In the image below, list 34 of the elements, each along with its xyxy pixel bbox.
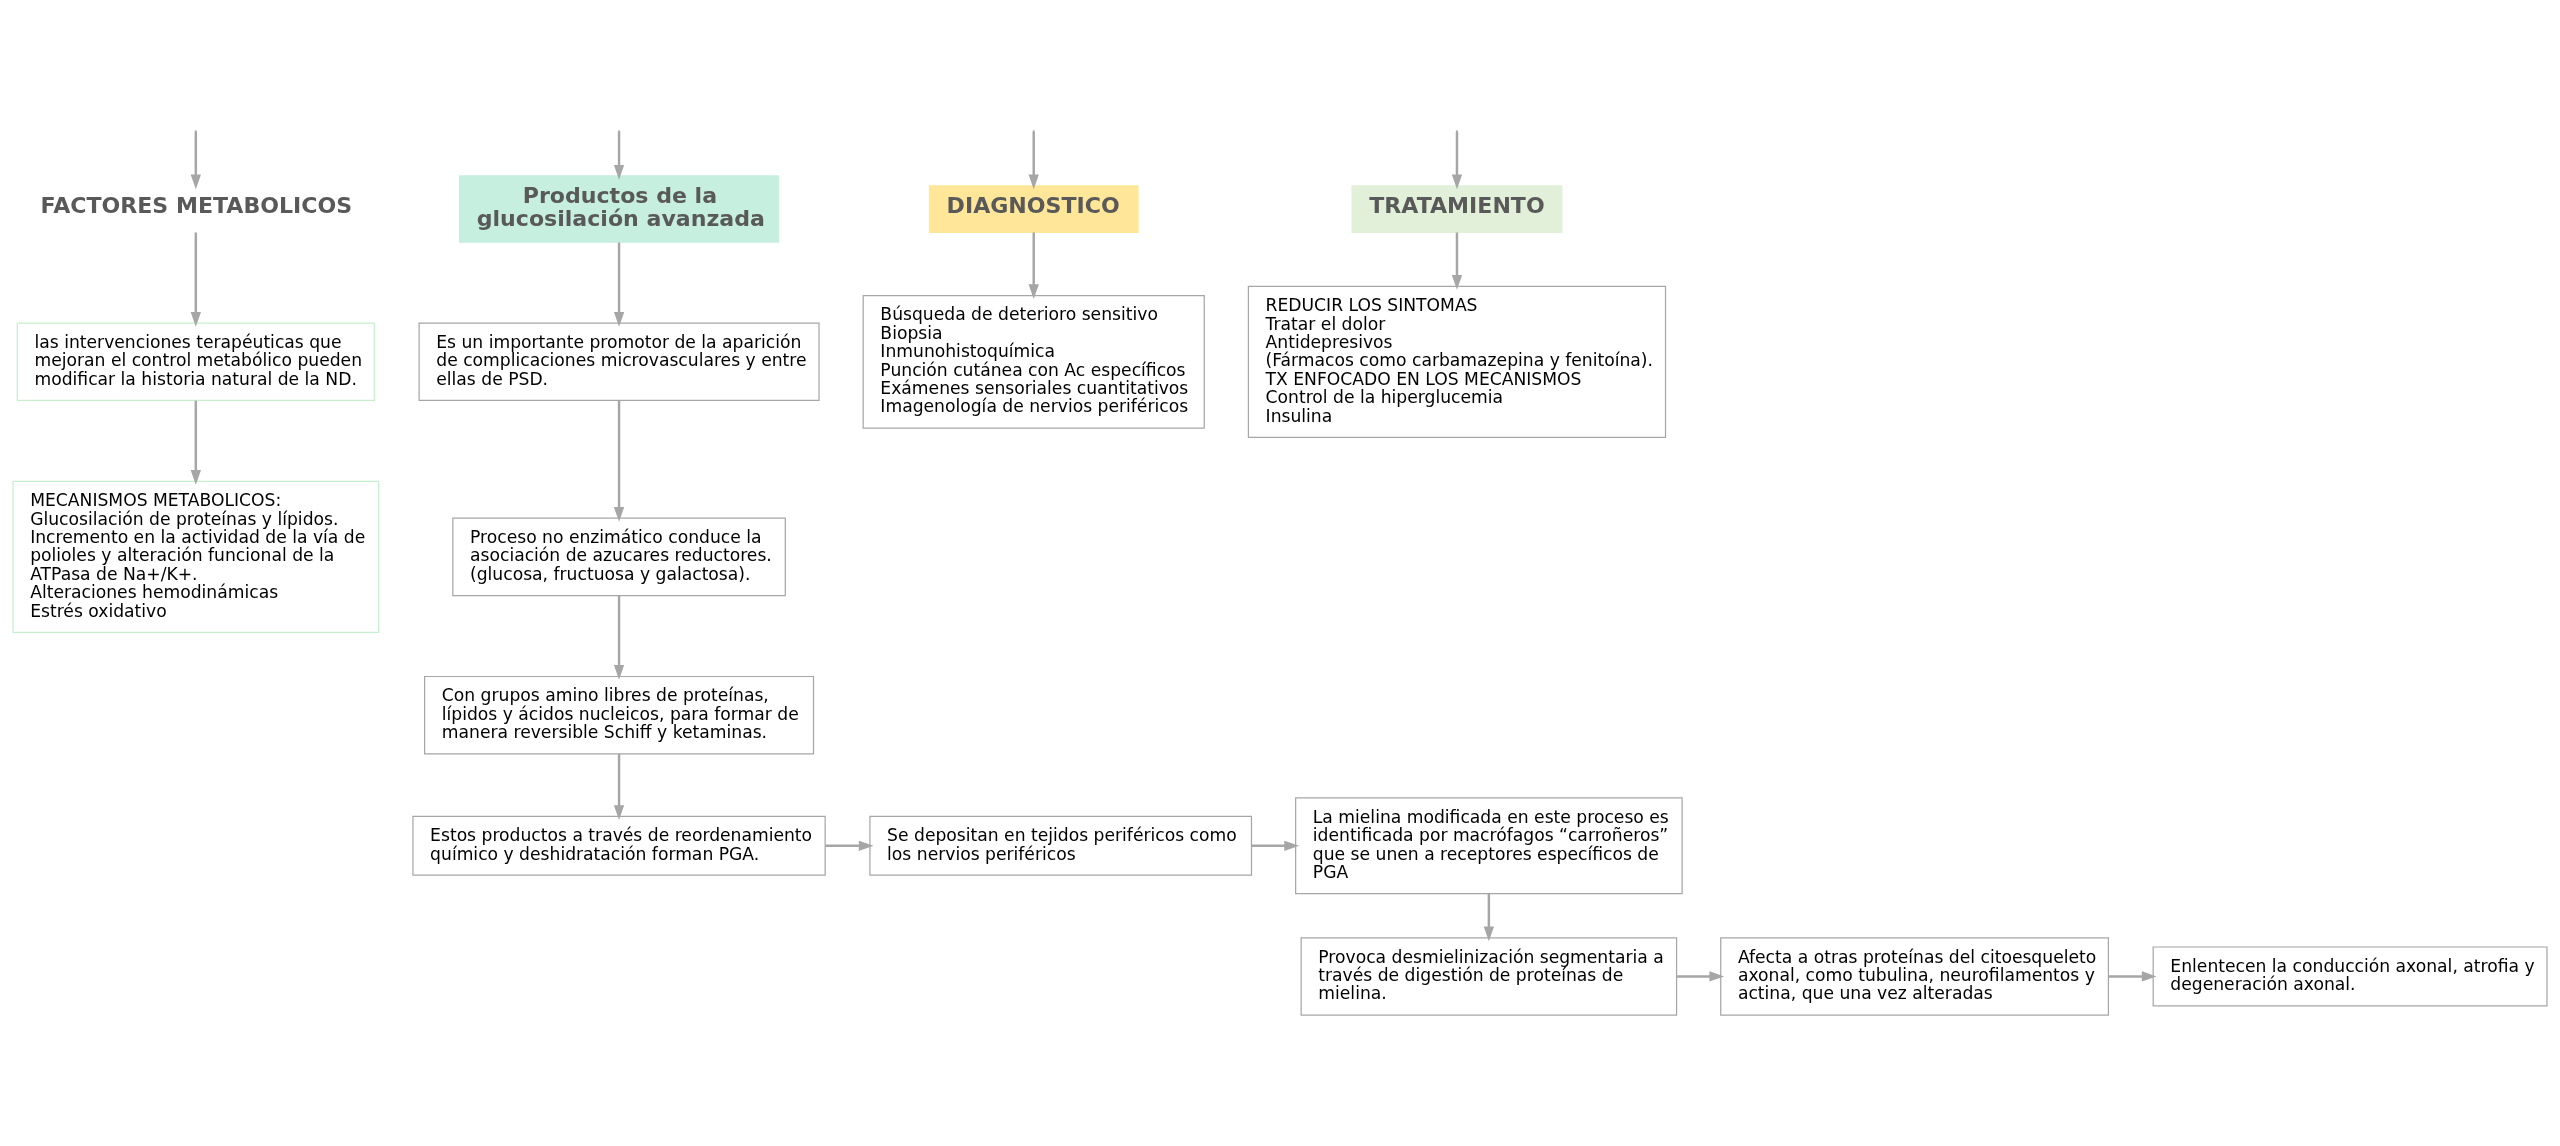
arrow xyxy=(825,840,874,851)
arrow xyxy=(1451,131,1463,190)
node-box: Proceso no enzimático conduce la asociación de azucares reductores. (glucosa, fructuosa y galactosa). xyxy=(452,517,786,597)
arrow xyxy=(190,400,201,485)
node-box: Estos productos a través de reordenamiento químico y deshidratación forman PGA. xyxy=(412,815,826,876)
arrow xyxy=(1676,971,1725,982)
arrow xyxy=(613,131,625,180)
node-text: FACTORES METABOLICOS xyxy=(40,193,353,219)
arrow xyxy=(1251,840,1299,851)
node-box: Se depositan en tejidos periféricos como los nervios periféricos xyxy=(869,815,1253,876)
arrow xyxy=(2108,971,2157,982)
arrow xyxy=(190,131,201,190)
node-box: TRATAMIENTO xyxy=(1351,185,1563,233)
node-box: Productos de la glucosilación avanzada xyxy=(458,175,780,243)
arrow xyxy=(613,400,625,522)
node-box: Afecta a otras proteínas del citoesqueleto axonal, como tubulina, neurofilamentos y actina, que una vez alteradas xyxy=(1720,937,2109,1016)
arrow xyxy=(190,232,201,327)
node-box: DIAGNOSTICO xyxy=(928,185,1139,233)
node-box: REDUCIR LOS SINTOMAS Tratar el dolor Antidepresivos (Fármacos como carbamazepina y fenitoína). TX ENFOCADO EN LOS MECANISMOS Control de la hiperglucemia Insulina xyxy=(1247,285,1667,438)
node-box: las intervenciones terapéuticas que mejoran el control metabólico pueden modificar la historia natural de la ND. xyxy=(16,322,375,402)
node-box: Es un importante promotor de la aparición de complicaciones microvasculares y entre ellas de PSD. xyxy=(418,322,820,402)
node-box: Enlentecen la conducción axonal, atrofia y degeneración axonal. xyxy=(2152,946,2548,1007)
arrow xyxy=(1028,131,1039,190)
node-box: MECANISMOS METABOLICOS: Glucosilación de proteínas y lípidos. Incremento en la actividad de la vía de polioles y alteración funcional de la ATPasa de Na+/K+. Alteraciones hemodinámicas Estrés oxidativo xyxy=(12,480,380,633)
node-box: Búsqueda de deterioro sensitivo Biopsia Inmunohistoquímica Punción cutánea con Ac específicos Exámenes sensoriales cuantitativos Imagenología de nervios periféricos xyxy=(862,294,1205,429)
node-box: La mielina modificada en este proceso es identificada por macrófagos “carroñeros” que se unen a receptores específicos de PGA xyxy=(1295,797,1683,895)
node-box: Con grupos amino libres de proteínas, lípidos y ácidos nucleicos, para formar de manera reversible Schiff y ketaminas. xyxy=(424,675,815,755)
arrow xyxy=(1028,232,1039,300)
arrow xyxy=(613,595,625,680)
arrow xyxy=(1483,893,1495,942)
node-box: Provoca desmielinización segmentaria a través de digestión de proteínas de mielina. xyxy=(1300,937,1678,1016)
arrow xyxy=(613,753,625,820)
arrow xyxy=(613,242,625,327)
arrow xyxy=(1451,232,1463,290)
